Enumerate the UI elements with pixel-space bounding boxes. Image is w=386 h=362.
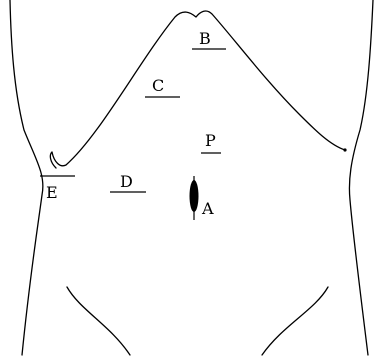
label-e: E: [46, 183, 58, 202]
label-a: A: [201, 199, 214, 218]
right-groin-curve: [262, 287, 328, 355]
label-d: D: [120, 172, 133, 191]
label-p: P: [205, 131, 216, 150]
left-groin-curve: [67, 287, 130, 355]
costal-margin-line: [50, 11, 345, 168]
label-c: C: [152, 76, 164, 95]
left-torso-contour: [10, 0, 43, 355]
costal-margin-end-dot: [343, 148, 346, 151]
label-b: B: [199, 29, 211, 48]
right-torso-contour: [349, 0, 373, 355]
